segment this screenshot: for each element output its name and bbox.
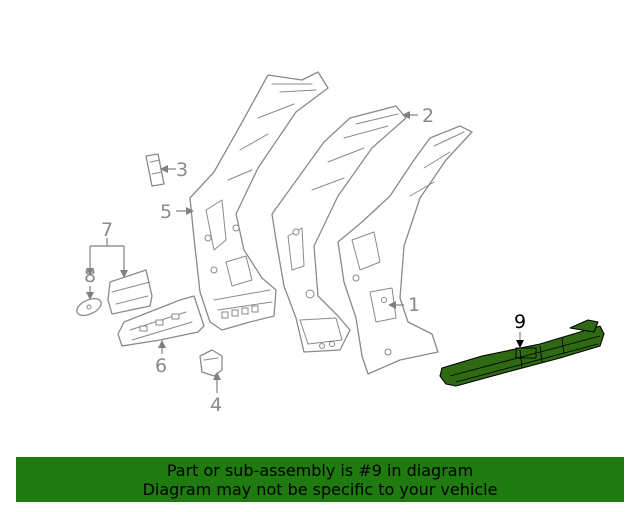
part-6-reinforcement[interactable] [117, 295, 205, 347]
part-1-pillar-inner[interactable] [337, 125, 473, 375]
callout-4: 4 [210, 394, 222, 416]
callout-9: 9 [514, 311, 526, 333]
part-3-clip[interactable] [145, 153, 165, 187]
part-5-pillar-outer[interactable] [189, 71, 329, 331]
banner-line-1: Part or sub-assembly is #9 in diagram [166, 460, 474, 480]
part-8-plug[interactable] [74, 295, 103, 319]
leader-7 [86, 238, 128, 278]
callout-6: 6 [155, 355, 167, 377]
callout-1: 1 [408, 294, 420, 316]
leader-1 [388, 301, 404, 309]
leader-9 [516, 332, 524, 348]
callout-5: 5 [160, 201, 172, 223]
part-info-banner: Part or sub-assembly is #9 in diagram Di… [16, 457, 624, 502]
leader-6 [158, 340, 166, 354]
parts-diagram: 1 2 3 4 5 6 7 8 9 [74, 71, 605, 416]
part-2-middle-pillar[interactable] [271, 105, 407, 353]
part-9-side-sill[interactable] [439, 319, 605, 387]
banner-line-2: Diagram may not be specific to your vehi… [142, 479, 498, 499]
callout-2: 2 [422, 105, 434, 127]
leader-3 [160, 165, 176, 173]
part-4-small-bracket[interactable] [199, 349, 223, 377]
leader-4 [213, 372, 221, 393]
callout-8: 8 [84, 265, 96, 287]
leader-2 [402, 111, 418, 119]
part-7-bracket[interactable] [107, 269, 153, 315]
callout-7: 7 [101, 219, 113, 241]
callout-3: 3 [176, 159, 188, 181]
leader-8 [86, 286, 94, 300]
leader-5 [176, 207, 194, 215]
